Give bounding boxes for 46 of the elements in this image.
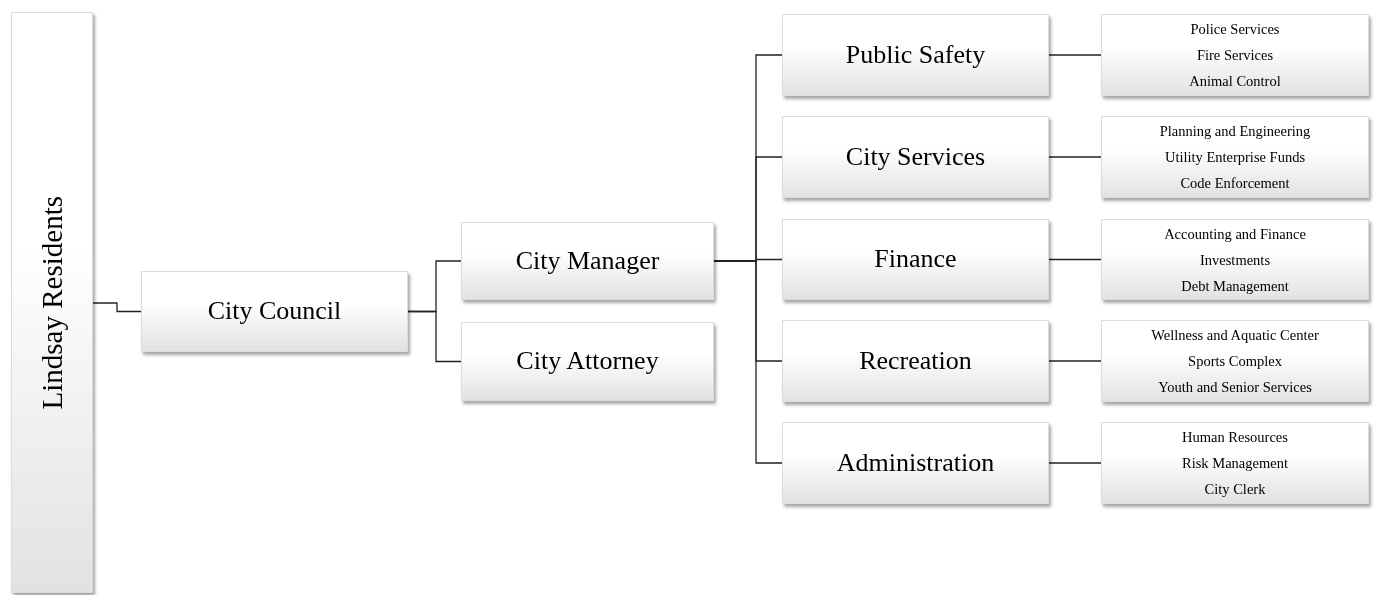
org-box <box>1101 422 1369 504</box>
node-label: Investments <box>1199 250 1271 270</box>
node-label: Administration <box>836 446 995 479</box>
org-box <box>461 322 714 401</box>
node-label: Sports Complex <box>1188 352 1282 371</box>
connector-line <box>1048 462 1102 464</box>
org-box <box>1101 219 1369 300</box>
node-label: Fire Services <box>1196 46 1274 65</box>
org-box <box>782 422 1049 504</box>
node-label: Risk Management <box>1182 454 1288 473</box>
org-box <box>782 219 1049 300</box>
connector-line <box>1048 360 1102 362</box>
node-label: Accounting and Finance <box>1164 224 1306 244</box>
connector-line <box>1048 54 1102 56</box>
node-label: Finance <box>874 243 957 276</box>
org-box <box>782 320 1049 402</box>
node-label: Planning and Engineering <box>1159 122 1311 141</box>
side-bar <box>11 12 93 593</box>
node-label: Debt Management <box>1181 276 1289 296</box>
node-label: Wellness and Aquatic Center <box>1151 326 1319 345</box>
node-label: Recreation <box>859 344 972 377</box>
org-box <box>1101 116 1369 198</box>
org-box <box>461 222 714 300</box>
connector-line <box>92 302 142 313</box>
org-box <box>1101 14 1369 96</box>
node-label: City Services <box>845 140 986 173</box>
connector-line <box>1048 258 1102 261</box>
node-label: City Clerk <box>1204 480 1266 499</box>
node-label: Human Resources <box>1182 428 1288 447</box>
node-label: City Council <box>207 295 342 328</box>
node-label: Lindsay Residents <box>37 195 67 410</box>
org-box <box>782 14 1049 96</box>
node-label: Utility Enterprise Funds <box>1164 148 1306 167</box>
node-label: City Manager <box>515 244 660 277</box>
connector-line <box>1048 156 1102 158</box>
org-box <box>1101 320 1369 402</box>
org-box <box>782 116 1049 198</box>
node-label: Code Enforcement <box>1180 174 1290 193</box>
node-label: City Attorney <box>516 345 659 378</box>
connector-line <box>407 310 462 363</box>
connector-line <box>713 260 783 464</box>
node-label: Youth and Senior Services <box>1158 378 1312 397</box>
node-label: Public Safety <box>845 38 986 71</box>
org-box <box>141 271 408 352</box>
node-label: Police Services <box>1190 20 1280 39</box>
node-label: Animal Control <box>1189 72 1281 91</box>
